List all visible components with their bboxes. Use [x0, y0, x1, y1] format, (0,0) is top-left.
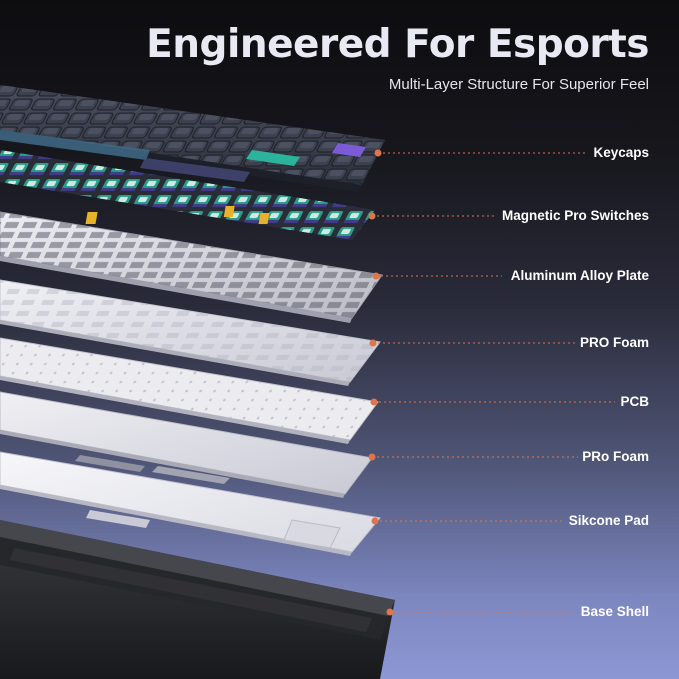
- leader-dot-keycaps: [375, 150, 382, 157]
- callout-lower-foam: PRo Foam: [582, 449, 649, 465]
- callout-pcb: PCB: [620, 394, 649, 410]
- leader-dot-base-shell: [387, 609, 394, 616]
- page-title: Engineered For Esports: [146, 22, 649, 67]
- leader-dot-switches: [369, 213, 376, 220]
- leader-dot-pcb: [371, 399, 378, 406]
- callout-keycaps: Keycaps: [593, 145, 649, 161]
- page-subtitle: Multi-Layer Structure For Superior Feel: [389, 76, 649, 93]
- leader-dot-lower-foam: [369, 454, 376, 461]
- callout-upper-foam: PRO Foam: [580, 335, 649, 351]
- leader-dot-plate: [373, 273, 380, 280]
- callout-silicone-pad: Sikcone Pad: [569, 513, 649, 529]
- callout-switches: Magnetic Pro Switches: [502, 208, 649, 224]
- callout-aluminum-plate: Aluminum Alloy Plate: [511, 268, 649, 284]
- leader-dot-upper-foam: [370, 340, 377, 347]
- leader-dot-silicone-pad: [372, 518, 379, 525]
- callout-base-shell: Base Shell: [581, 604, 649, 620]
